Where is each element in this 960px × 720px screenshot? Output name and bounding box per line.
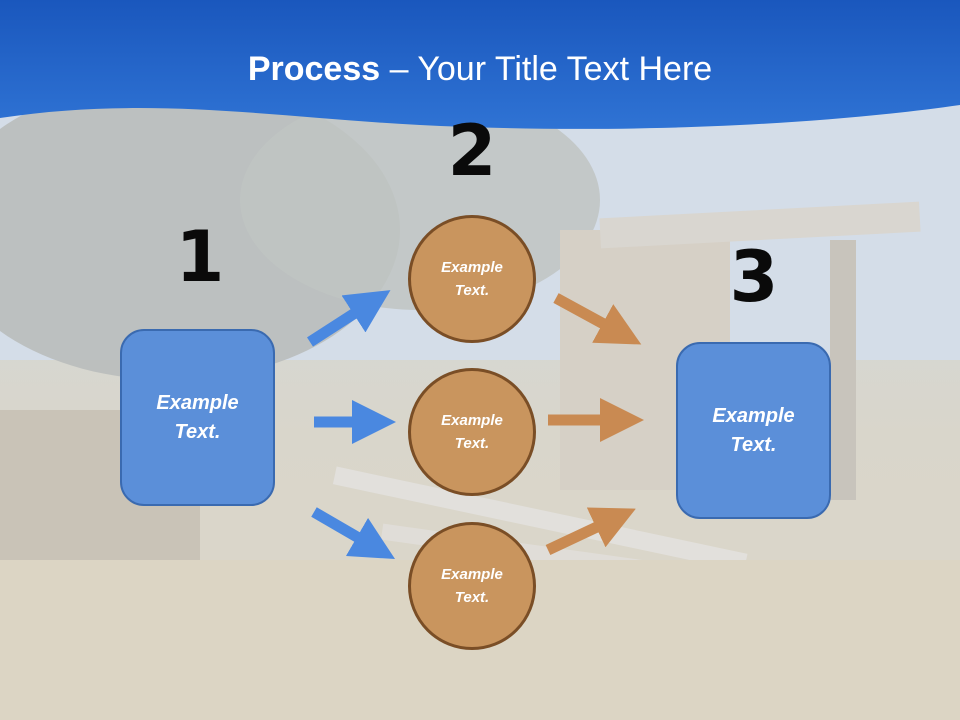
arrow-from-top-circle <box>553 293 642 345</box>
step-3-text: Example Text. <box>712 404 795 456</box>
step-1-box: Example Text. <box>120 329 275 506</box>
step-number-2: 2 <box>447 110 497 192</box>
step-number-3: 3 <box>729 236 779 318</box>
slide-title: Process – Your Title Text Here <box>247 50 713 88</box>
step-2-bottom-text: Example Text. <box>441 566 503 606</box>
step-2-circle-bottom: Example Text. <box>408 522 536 650</box>
step-1-text: Example Text. <box>156 391 239 443</box>
step-3-box: Example Text. <box>676 342 831 519</box>
step-2-middle-text: Example Text. <box>441 412 503 452</box>
step-number-1: 1 <box>175 216 225 298</box>
step-2-top-text: Example Text. <box>441 259 503 299</box>
step-2-circle-middle: Example Text. <box>408 368 536 496</box>
arrow-to-top-circle <box>307 290 391 347</box>
step-2-circle-top: Example Text. <box>408 215 536 343</box>
arrow-from-bottom-circle <box>545 507 636 555</box>
arrow-to-bottom-circle <box>311 507 396 560</box>
